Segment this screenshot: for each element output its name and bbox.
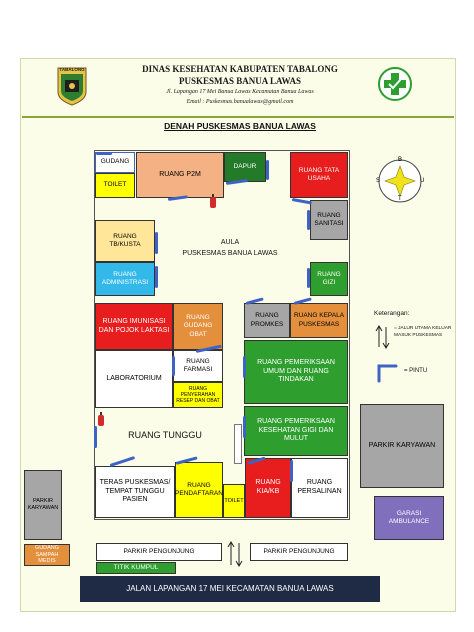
room-persalinan: RUANG PERSALINAN [291, 458, 348, 518]
room-toilet-top: TOILET [95, 173, 135, 198]
legend-door-label: = PINTU [404, 368, 428, 374]
parkir-karyawan-right: PARKIR KARYAWAN [360, 404, 444, 488]
parkir-pengunjung-right: PARKIR PENGUNJUNG [250, 543, 348, 561]
header-agency: DINAS KESEHATAN KABUPATEN TABALONG [142, 64, 338, 74]
logo-caption: TABALONG [59, 67, 85, 72]
compass-east: T [398, 196, 402, 202]
legend-arrows-label: = JALUR UTAMA KELUAR MASUK PUSKESMAS [394, 326, 452, 338]
ruang-tunggu-label: RUANG TUNGGU [128, 430, 202, 440]
room-farmasi: RUANG FARMASI [173, 350, 223, 382]
door [155, 266, 158, 288]
header-address: Jl. Lapangan 17 Mei Banua Lawas Kecamata… [166, 89, 314, 95]
room-penyerahan: RUANG PENYERAHAN RESEP DAN OBAT [173, 382, 223, 408]
road-label: JALAN LAPANGAN 17 MEI KECAMATAN BANUA LA… [126, 584, 334, 593]
legend-door-icon [376, 362, 400, 384]
puskesmas-logo [378, 67, 412, 101]
door [290, 460, 293, 482]
road-bar [80, 576, 380, 602]
door [96, 152, 112, 155]
legend-title: Keterangan: [374, 310, 410, 317]
compass-west: B [398, 157, 403, 163]
garasi-ambulance: GARASI AMBULANCE [374, 496, 444, 540]
door [243, 416, 246, 438]
room-pemeriksaan-umum: RUANG PEMERIKSAAN UMUM DAN RUANG TINDAKA… [244, 340, 348, 404]
room-dapur: DAPUR [224, 152, 266, 182]
gudang-sampah-medis: GUDANG SAMPAH MEDIS [24, 544, 70, 566]
room-pendaftaran: RUANG PENDAFTARAN [175, 462, 223, 518]
fire-extinguisher-icon [98, 412, 104, 426]
door [266, 160, 269, 180]
door [155, 232, 158, 254]
door [94, 426, 97, 448]
room-gudang-obat: RUANG GUDANG OBAT [173, 303, 223, 350]
header-divider [22, 116, 454, 118]
room-pemeriksaan-gigi: RUANG PEMERIKSAAN KESEHATAN GIGI DAN MUL… [244, 406, 348, 456]
header-email: Email : Puskesmas.banualawas@gmail.com [186, 99, 294, 105]
room-toilet-bottom: TOILET [223, 484, 245, 518]
compass-south: S [376, 178, 381, 184]
room-promkes: RUANG PROMKES [244, 303, 290, 338]
room-kia-kb: RUANG KIA/KB [245, 458, 291, 518]
room-teras: TERAS PUSKESMAS/ TEMPAT TUNGGU PASIEN [95, 466, 175, 518]
building-outline [94, 150, 350, 520]
room-gizi: RUANG GIZI [310, 262, 348, 296]
room-imunisasi: RUANG IMUNISASI DAN POJOK LAKTASI [95, 303, 173, 350]
plan-title: DENAH PUSKESMAS BANUA LAWAS [164, 121, 316, 131]
aula-label: AULA PUSKESMAS BANUA LAWAS [182, 239, 278, 257]
compass-rose [374, 158, 426, 204]
header-facility: PUSKESMAS BANUA LAWAS [178, 76, 302, 86]
door [243, 356, 246, 378]
corridor-marker [234, 424, 242, 464]
parkir-karyawan-left: PARKIR KARYAWAN [24, 470, 62, 540]
door [172, 356, 175, 376]
tabalong-logo [56, 66, 88, 106]
room-kepala: RUANG KEPALA PUSKESMAS [290, 303, 348, 338]
titik-kumpul: TITIK KUMPUL [96, 562, 176, 574]
legend-arrows-icon [374, 324, 392, 350]
room-gudang: GUDANG [95, 152, 135, 173]
room-administrasi: RUANG ADMINISTRASI [95, 262, 155, 296]
room-tb-kusta: RUANG TB/KUSTA [95, 220, 155, 262]
fire-extinguisher-icon [210, 194, 216, 208]
room-laboratorium: LABORATORIUM [95, 350, 173, 408]
door [307, 210, 310, 230]
room-sanitasi: RUANG SANITASI [310, 200, 348, 240]
main-path-arrows [226, 540, 244, 568]
door [307, 268, 310, 288]
room-tata-usaha: RUANG TATA USAHA [290, 152, 348, 198]
compass-north: U [420, 178, 425, 184]
parkir-pengunjung-left: PARKIR PENGUNJUNG [96, 543, 222, 561]
room-p2m: RUANG P2M [136, 152, 224, 198]
